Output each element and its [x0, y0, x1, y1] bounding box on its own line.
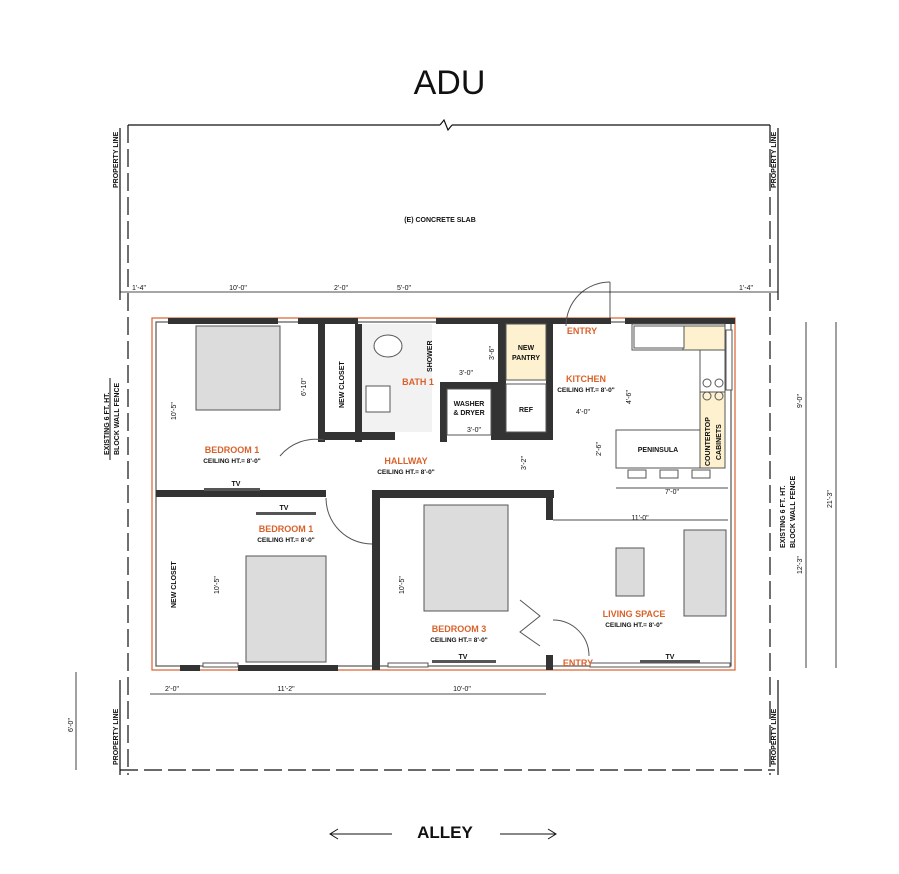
svg-text:3'-2": 3'-2": [521, 456, 528, 470]
property-line-label: PROPERTY LINE: [113, 131, 120, 188]
svg-text:TV: TV: [459, 654, 468, 661]
svg-text:4'-0": 4'-0": [576, 409, 590, 416]
refrigerator: [505, 383, 547, 433]
svg-text:BLOCK WALL FENCE: BLOCK WALL FENCE: [790, 475, 797, 548]
svg-text:BATH 1: BATH 1: [402, 377, 434, 387]
svg-text:5'-0": 5'-0": [397, 285, 411, 292]
svg-text:REF: REF: [519, 407, 534, 414]
property-line-label: PROPERTY LINE: [771, 708, 778, 765]
svg-text:BEDROOM 1: BEDROOM 1: [205, 445, 260, 455]
svg-text:CEILING HT.= 8'-0": CEILING HT.= 8'-0": [430, 637, 488, 644]
fixture-labels: NEW CLOSET NEW CLOSET SHOWER WASHER & DR…: [171, 341, 723, 662]
dimension-labels: 1'-4" 10'-0" 2'-0" 5'-0" 1'-4" 2'-0" 11'…: [68, 285, 834, 732]
svg-text:6'-0": 6'-0": [68, 718, 75, 732]
svg-text:ENTRY: ENTRY: [567, 326, 597, 336]
svg-text:CABINETS: CABINETS: [716, 424, 723, 460]
fence-right: EXISTING 6 FT. HT. BLOCK WALL FENCE: [780, 475, 797, 548]
svg-text:ENTRY: ENTRY: [563, 658, 593, 668]
stools: [627, 469, 711, 479]
svg-text:2'-0": 2'-0": [165, 686, 179, 693]
property-line-label: PROPERTY LINE: [771, 131, 778, 188]
beds: [195, 325, 509, 663]
svg-text:1'-4": 1'-4": [739, 285, 753, 292]
room-labels: BEDROOM 1 CEILING HT.= 8'-0" BEDROOM 1 C…: [203, 326, 665, 668]
svg-text:CEILING HT.= 8'-0": CEILING HT.= 8'-0": [605, 622, 663, 629]
svg-text:NEW CLOSET: NEW CLOSET: [171, 561, 178, 608]
svg-text:9'-0": 9'-0": [797, 394, 804, 408]
svg-text:TV: TV: [280, 505, 289, 512]
svg-text:10'-5": 10'-5": [399, 576, 406, 594]
svg-text:CEILING HT.= 8'-0": CEILING HT.= 8'-0": [557, 387, 615, 394]
svg-text:3'-6": 3'-6": [489, 346, 496, 360]
windows: [202, 329, 733, 668]
kitchen-sink: [633, 325, 685, 349]
peninsula: [615, 429, 701, 469]
property-line-label: PROPERTY LINE: [113, 708, 120, 765]
svg-text:10'-5": 10'-5": [171, 402, 178, 420]
svg-text:KITCHEN: KITCHEN: [566, 374, 606, 384]
svg-text:2'-6": 2'-6": [596, 442, 603, 456]
svg-text:CEILING HT.= 8'-0": CEILING HT.= 8'-0": [377, 469, 435, 476]
svg-text:10'-5": 10'-5": [214, 576, 221, 594]
living-furniture: [615, 529, 727, 617]
svg-text:WASHER: WASHER: [454, 401, 485, 408]
tv-marks: [204, 488, 700, 663]
svg-text:SHOWER: SHOWER: [427, 341, 434, 373]
svg-text:11'-2": 11'-2": [277, 686, 295, 693]
dimension-lines: [75, 291, 837, 770]
svg-text:NEW: NEW: [518, 345, 535, 352]
pantry: [505, 323, 547, 381]
alley-arrow: [329, 828, 557, 840]
doors: [279, 281, 611, 657]
svg-text:10'-0": 10'-0": [453, 686, 471, 693]
svg-text:2'-0": 2'-0": [334, 285, 348, 292]
svg-text:CEILING HT.= 8'-0": CEILING HT.= 8'-0": [257, 537, 315, 544]
alley-label: ALLEY: [417, 823, 473, 842]
bath-fixtures: [365, 334, 403, 413]
stove: [702, 378, 724, 401]
page-title: ADU: [413, 64, 486, 102]
svg-text:PANTRY: PANTRY: [512, 355, 540, 362]
svg-text:COUNTERTOP: COUNTERTOP: [705, 417, 712, 466]
svg-text:11'-0": 11'-0": [631, 515, 649, 522]
svg-text:1'-4": 1'-4": [132, 285, 146, 292]
svg-text:EXISTING 6 FT. HT.: EXISTING 6 FT. HT.: [104, 392, 111, 455]
svg-text:10'-0": 10'-0": [229, 285, 247, 292]
washer-dryer: [446, 388, 492, 436]
svg-text:& DRYER: & DRYER: [453, 410, 484, 417]
svg-text:TV: TV: [666, 654, 675, 661]
svg-text:BEDROOM 1: BEDROOM 1: [259, 524, 314, 534]
svg-text:BEDROOM 3: BEDROOM 3: [432, 624, 487, 634]
svg-text:LIVING SPACE: LIVING SPACE: [603, 609, 666, 619]
svg-text:EXISTING 6 FT. HT.: EXISTING 6 FT. HT.: [780, 485, 787, 548]
svg-text:3'-0": 3'-0": [467, 427, 481, 434]
property-lines: [119, 118, 779, 775]
svg-text:PENINSULA: PENINSULA: [638, 447, 678, 454]
svg-text:3'-0": 3'-0": [459, 370, 473, 377]
fence-left: EXISTING 6 FT. HT. BLOCK WALL FENCE: [104, 378, 121, 460]
svg-text:12'-3": 12'-3": [797, 556, 804, 574]
svg-text:21'-3": 21'-3": [827, 490, 834, 508]
walls: [156, 318, 735, 671]
svg-text:NEW CLOSET: NEW CLOSET: [339, 361, 346, 408]
concrete-slab-label: (E) CONCRETE SLAB: [404, 217, 476, 224]
svg-text:7'-0": 7'-0": [665, 489, 679, 496]
svg-text:CEILING HT.= 8'-0": CEILING HT.= 8'-0": [203, 458, 261, 465]
svg-text:4'-6": 4'-6": [626, 390, 633, 404]
svg-text:BLOCK WALL FENCE: BLOCK WALL FENCE: [114, 382, 121, 455]
svg-text:HALLWAY: HALLWAY: [384, 456, 427, 466]
svg-text:TV: TV: [232, 481, 241, 488]
svg-text:6'-10": 6'-10": [301, 378, 308, 396]
